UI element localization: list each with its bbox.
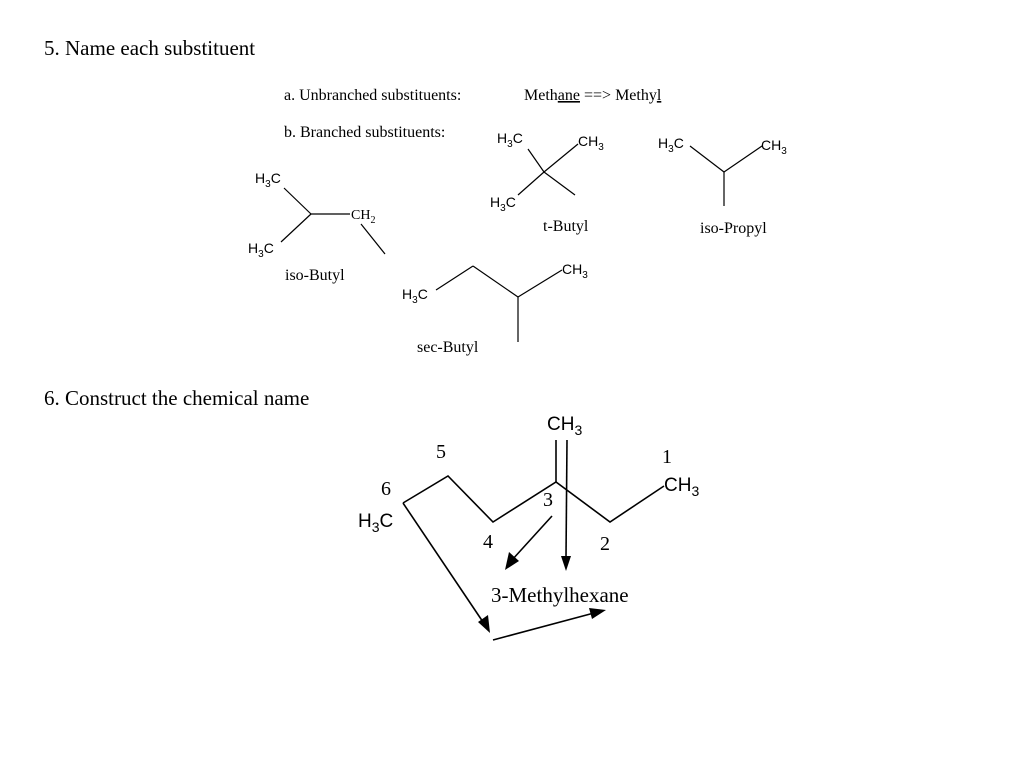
sec-butyl-caption: sec-Butyl bbox=[417, 339, 479, 356]
sec-butyl-h3c: H3C bbox=[402, 286, 428, 306]
carbon-number-6: 6 bbox=[381, 478, 391, 500]
sec-butyl-bond bbox=[472, 265, 519, 298]
iso-propyl-h3c: H3C bbox=[658, 135, 684, 155]
sec-butyl-structure: H3C CH3 bbox=[402, 261, 588, 342]
arrow-from-methyl bbox=[565, 439, 568, 559]
iso-propyl-bond bbox=[689, 145, 725, 173]
iso-butyl-caption: iso-Butyl bbox=[285, 267, 345, 284]
t-butyl-bond bbox=[543, 171, 576, 196]
iso-butyl-structure: H3C CH2 H3C bbox=[248, 170, 386, 260]
t-butyl-h3c-top: H3C bbox=[497, 130, 523, 150]
sec-butyl-bond bbox=[517, 269, 563, 298]
chain-h3c: H3C bbox=[358, 511, 393, 535]
iso-butyl-h3c-bottom: H3C bbox=[248, 240, 274, 260]
naming-arrows bbox=[402, 439, 606, 641]
carbon-number-2: 2 bbox=[600, 533, 610, 555]
conversion-arrow: ==> bbox=[580, 87, 615, 104]
main-chain-bonds bbox=[402, 474, 665, 524]
t-butyl-h3c-bottom: H3C bbox=[490, 194, 516, 214]
sec-butyl-ch3: CH3 bbox=[562, 261, 588, 281]
branched-label: b. Branched substituents: bbox=[284, 124, 445, 141]
carbon-number-5: 5 bbox=[436, 441, 446, 463]
iso-butyl-ch2: CH2 bbox=[351, 208, 375, 226]
iso-propyl-ch3: CH3 bbox=[761, 137, 787, 157]
methane-stem: Meth bbox=[524, 87, 558, 104]
iso-butyl-bond bbox=[360, 223, 386, 255]
t-butyl-structure: H3C CH3 H3C bbox=[490, 130, 604, 214]
t-butyl-caption: t-Butyl bbox=[543, 218, 589, 235]
iso-propyl-bond bbox=[723, 145, 763, 173]
methyl-l: l bbox=[657, 87, 662, 104]
arrow-head bbox=[505, 552, 519, 570]
methyl-branch-ch3: CH3 bbox=[547, 414, 582, 438]
arrow-from-c3 bbox=[511, 515, 553, 561]
methyl-y: y bbox=[649, 87, 657, 104]
arrow-head bbox=[589, 608, 606, 619]
t-butyl-bond bbox=[527, 148, 545, 173]
methylhexane-structure: CH3 H3C CH3 1 2 3 4 5 6 bbox=[358, 414, 699, 555]
iso-propyl-caption: iso-Propyl bbox=[700, 220, 767, 237]
arrow-head bbox=[561, 556, 571, 571]
t-butyl-ch3-top: CH3 bbox=[578, 133, 604, 153]
methyl-stem: Meth bbox=[615, 87, 649, 104]
sec-butyl-bond bbox=[435, 265, 474, 291]
result-name: 3-Methylhexane bbox=[491, 583, 629, 607]
section5-heading: 5. Name each substituent bbox=[44, 36, 255, 60]
iso-propyl-structure: H3C CH3 bbox=[658, 135, 787, 206]
iso-butyl-bond bbox=[280, 213, 312, 243]
carbon-number-4: 4 bbox=[483, 531, 493, 553]
arrow-to-name bbox=[492, 612, 595, 641]
methane-suffix: ane bbox=[558, 87, 580, 104]
iso-butyl-bond bbox=[283, 187, 312, 215]
carbon-number-1: 1 bbox=[662, 446, 672, 468]
methane-methyl-conversion: Methane ==> Methyl bbox=[524, 87, 662, 104]
iso-butyl-h3c-top: H3C bbox=[255, 170, 281, 190]
t-butyl-bond bbox=[517, 171, 545, 196]
chain-ch3-c1: CH3 bbox=[664, 475, 699, 499]
carbon-number-3: 3 bbox=[543, 489, 553, 511]
t-butyl-bond bbox=[543, 143, 579, 173]
unbranched-label: a. Unbranched substituents: bbox=[284, 87, 461, 104]
section6-heading: 6. Construct the chemical name bbox=[44, 386, 309, 410]
arrow-from-c6 bbox=[402, 502, 484, 623]
arrow-head bbox=[478, 615, 490, 633]
